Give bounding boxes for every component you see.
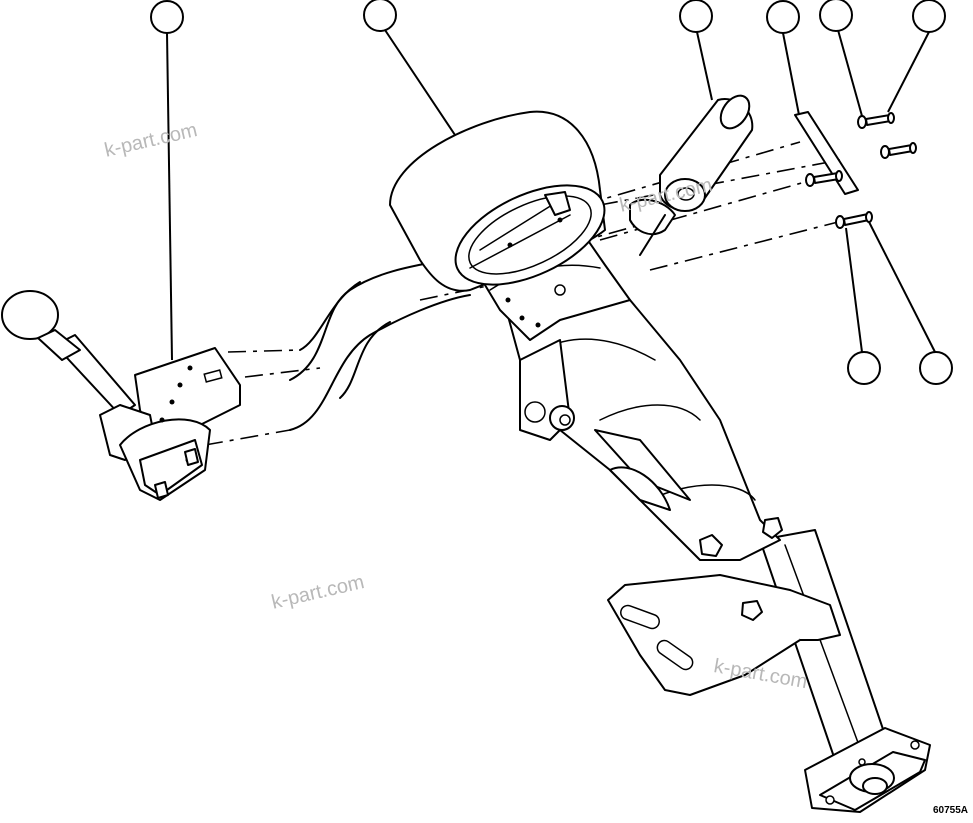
- leader-line-screw-2: [887, 29, 931, 113]
- mounting-bracket: [607, 574, 841, 696]
- cylinder-cover: [389, 110, 606, 292]
- callout-circle-3: [679, 0, 713, 33]
- leader-line-knob-part: [696, 31, 713, 101]
- callout-circle-1: [150, 0, 184, 34]
- column-housing: [504, 299, 783, 561]
- callout-circle-4: [766, 0, 800, 34]
- screw-4: [835, 211, 873, 229]
- leader-lines: [166, 29, 936, 361]
- lever-bracket: [99, 347, 241, 501]
- knob-part: [629, 94, 754, 256]
- bottom-flange: [804, 727, 931, 813]
- shift-lever: [1, 290, 136, 416]
- callout-circle-2: [363, 0, 397, 32]
- screw-3: [805, 170, 843, 187]
- callout-circle-8: [919, 351, 953, 385]
- leader-line-lever: [166, 32, 173, 361]
- screw-1: [857, 112, 895, 129]
- screws: [805, 112, 917, 229]
- screw-2: [880, 142, 917, 159]
- linkage-curves: [289, 257, 471, 431]
- callout-circle-6: [912, 0, 946, 33]
- leader-line-strip: [782, 32, 801, 121]
- figure-number: 60755A: [933, 805, 969, 816]
- leader-line-screw-3: [845, 227, 863, 353]
- leader-line-screw-4: [865, 215, 936, 353]
- leader-line-cover: [384, 29, 456, 136]
- callout-circles: [150, 0, 953, 385]
- leader-line-screw-1: [837, 29, 863, 117]
- callout-circle-7: [847, 351, 881, 385]
- callout-circle-5: [819, 0, 853, 32]
